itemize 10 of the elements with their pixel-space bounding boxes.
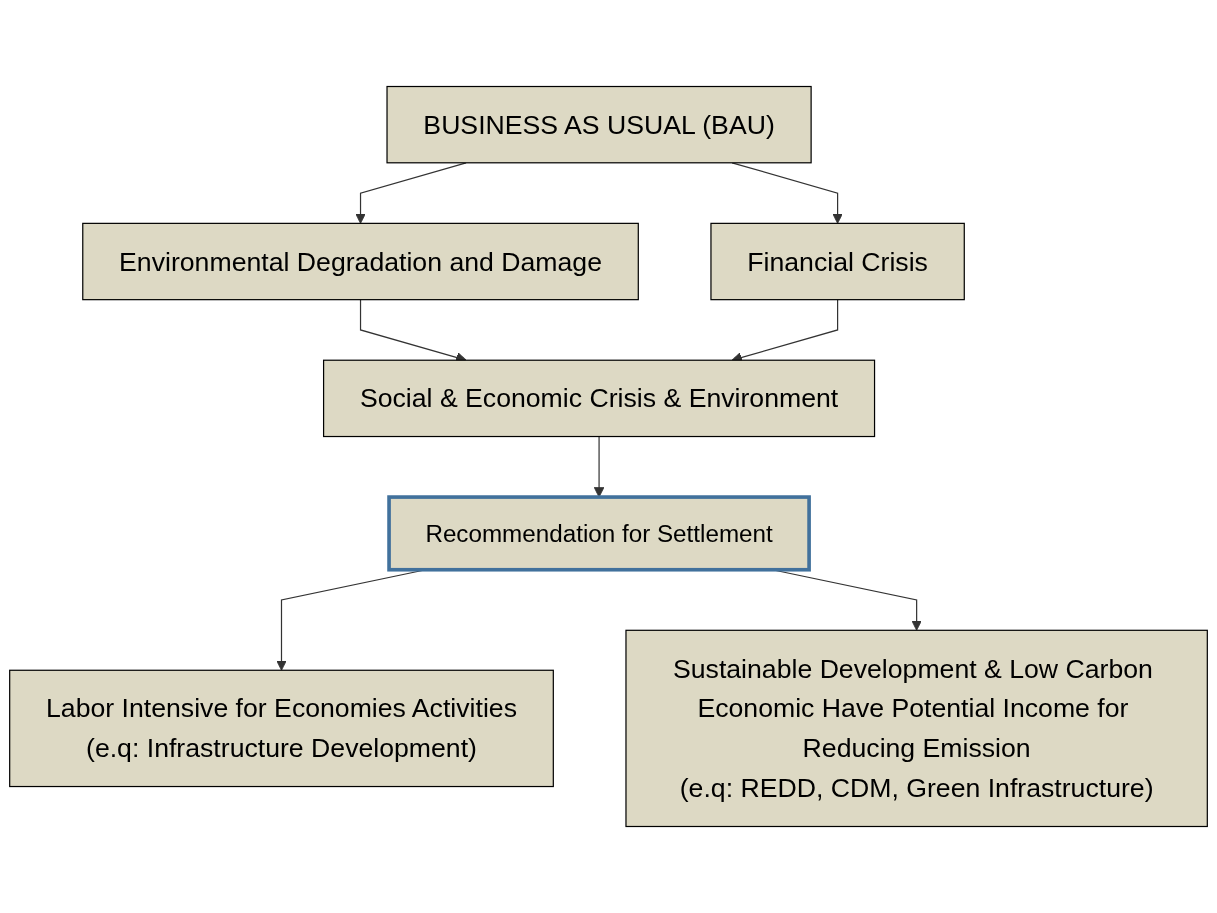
node-box: Labor Intensive for Economies Activities (e.q: Infrastructure Development) [9,669,554,788]
node-box: Environmental Degradation and Damage [82,222,639,301]
node-box: Financial Crisis [710,222,965,301]
arrow [731,162,843,224]
node-box: Recommendation for Settlement [387,495,811,572]
arrow [355,162,467,224]
node-box: Sustainable Development & Low Carbon Economic Have Potential Income for Reducing Emission (e.q: REDD, CDM, Green Infrastructure) [625,629,1208,828]
node-box: Social & Economic Crisis & Environment [323,359,876,438]
arrow [593,435,605,498]
node-box: BUSINESS AS USUAL (BAU) [386,85,812,164]
